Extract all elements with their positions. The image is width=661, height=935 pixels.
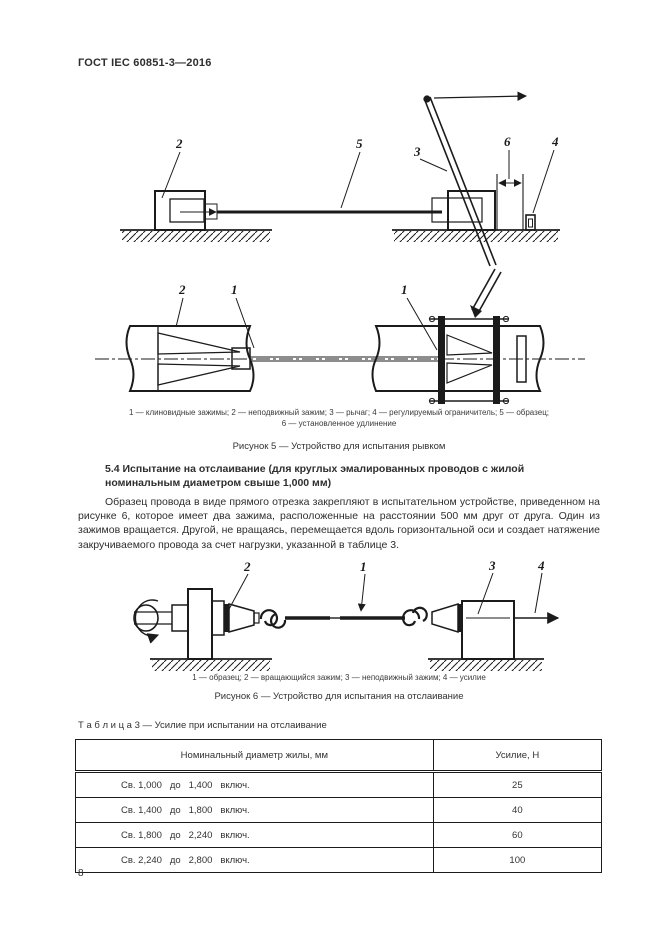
diameter-range: Св. 1,800 до 2,240 включ.: [75, 822, 434, 848]
callout-6: 6: [504, 134, 511, 149]
standard-designation: ГОСТ IEC 60851-3—2016: [78, 57, 212, 69]
page-number: 8: [78, 868, 84, 879]
callout6-3: 3: [488, 558, 496, 573]
section-5-4-paragraph: Образец провода в виде прямого отрезка з…: [78, 496, 600, 551]
table-row: Св. 1,000 до 1,400 включ. 25: [75, 771, 603, 798]
lever-lower-end: [470, 268, 502, 318]
callout6-1: 1: [360, 559, 367, 574]
callout-5: 5: [356, 136, 363, 151]
figure6-legend: 1 — образец; 2 — вращающийся зажим; 3 — …: [192, 673, 486, 682]
set-elongation-dimension: [496, 174, 524, 230]
force-value: 40: [432, 797, 603, 823]
section-5-4-heading: 5.4 Испытание на отслаивание (для круглы…: [105, 463, 525, 489]
callout-1-right: 1: [401, 282, 408, 297]
diameter-range: Св. 2,240 до 2,800 включ.: [75, 847, 434, 873]
table3: Номинальный диаметр жилы, мм Усилие, Н С…: [75, 739, 603, 873]
fixed-clamp6: [431, 600, 515, 660]
moving-clamp-right: [431, 190, 496, 231]
figure5-diagram: 2 5 3 6 4: [80, 86, 600, 412]
diameter-range: Св. 1,000 до 1,400 включ.: [75, 771, 434, 798]
table3-header-row: Номинальный диаметр жилы, мм Усилие, Н: [75, 739, 603, 773]
figure6-caption: Рисунок 6 — Устройство для испытания на …: [214, 691, 464, 702]
figure5-legend: 1 — клиновидные зажимы; 2 — неподвижный …: [129, 408, 549, 428]
figure6-diagram: 2 1 3 4: [80, 557, 600, 673]
force-value: 60: [432, 822, 603, 848]
table-row: Св. 2,240 до 2,800 включ. 100: [75, 847, 603, 873]
adjustable-stop: [525, 214, 536, 231]
table3-title: Т а б л и ц а 3 — Усилие при испытании н…: [78, 720, 327, 731]
jerk-test-device-drawing: 2 5 3 6 4: [95, 91, 585, 405]
ground-hatching-right: [394, 231, 558, 242]
col-force-header: Усилие, Н: [432, 739, 603, 773]
callout-2: 2: [175, 136, 183, 151]
peel-test-device-drawing: 2 1 3 4: [133, 558, 560, 671]
force-value: 100: [432, 847, 603, 873]
col-diameter-header: Номинальный диаметр жилы, мм: [75, 739, 434, 773]
wedge-clamp-left: [125, 325, 255, 392]
table-row: Св. 1,400 до 1,800 включ. 40: [75, 797, 603, 823]
callout-3: 3: [413, 144, 421, 159]
callout-2b: 2: [178, 282, 186, 297]
callout6-2: 2: [243, 559, 251, 574]
force-value: 25: [432, 771, 603, 798]
callout-4: 4: [551, 134, 559, 149]
wedge-clamp-right: [371, 315, 545, 405]
diameter-range: Св. 1,400 до 1,800 включ.: [75, 797, 434, 823]
fixed-clamp-left: [154, 190, 218, 231]
hook-right: [401, 609, 421, 627]
lever: [423, 95, 497, 267]
table-row: Св. 1,800 до 2,240 включ. 60: [75, 822, 603, 848]
callout6-4: 4: [537, 558, 545, 573]
ground-hatching-left: [122, 231, 270, 242]
pull-direction-arrow: [433, 91, 527, 101]
hook-left: [259, 609, 279, 627]
ground-hatching-right6: [430, 660, 542, 671]
ground-hatching-left6: [152, 660, 270, 671]
callout-1-left: 1: [231, 282, 238, 297]
rotating-clamp: [133, 588, 260, 660]
figure5-caption: Рисунок 5 — Устройство для испытания рыв…: [232, 441, 446, 452]
